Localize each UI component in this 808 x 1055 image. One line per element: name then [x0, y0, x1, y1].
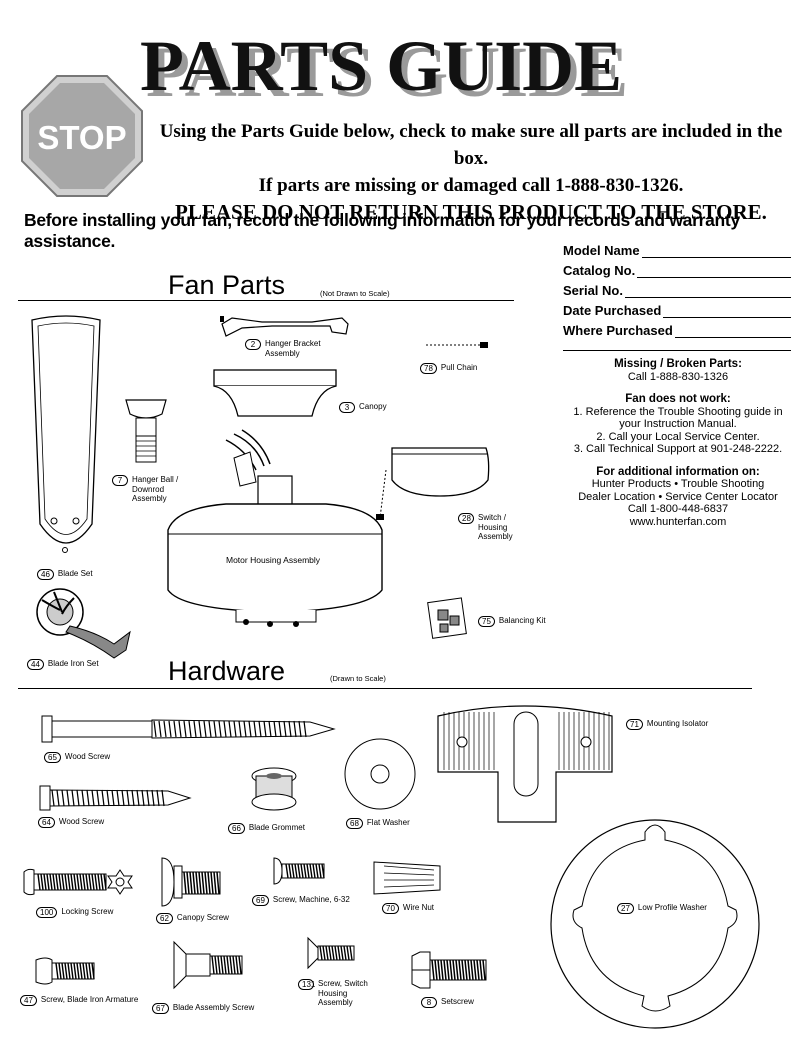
fan-parts-title: Fan Parts [168, 270, 286, 300]
model-name-field[interactable]: Model Name [563, 238, 791, 258]
fan-parts-rule [18, 300, 514, 301]
support-info: Missing / Broken Parts: Call 1-888-830-1… [573, 358, 783, 528]
where-purchased-field[interactable]: Where Purchased [563, 318, 791, 338]
motor-housing-drawing [167, 429, 383, 627]
notice-box: Using the Parts Guide below, check to ma… [146, 118, 796, 226]
catalog-no-field[interactable]: Catalog No. [563, 258, 791, 278]
canopy-screw-drawing [161, 857, 221, 907]
svg-text:PARTS GUIDE: PARTS GUIDE [140, 28, 622, 106]
canopy-drawing [213, 369, 337, 417]
pull-chain-drawing [426, 342, 488, 348]
motor-housing-label: Motor Housing Assembly [226, 555, 321, 565]
hardware-scale-note: (Drawn to Scale) [330, 674, 386, 683]
downrod-drawing [125, 399, 167, 463]
machine-screw-drawing [273, 857, 325, 885]
blade-drawing [31, 315, 101, 553]
hanger-bracket-drawing [220, 316, 349, 337]
setscrew-drawing [411, 951, 487, 989]
notice-line-2: If parts are missing or damaged call 1-8… [258, 175, 684, 196]
low-profile-washer-drawing [550, 819, 760, 1029]
fan-parts-scale-note: (Not Drawn to Scale) [320, 289, 390, 298]
hardware-title: Hardware [168, 656, 286, 686]
wood-screw-65-drawing [41, 715, 336, 743]
switch-housing-screw-drawing [307, 936, 355, 970]
notice-line-1: Using the Parts Guide below, check to ma… [159, 121, 783, 169]
record-instruction: Before installing your fan, record the f… [24, 210, 740, 251]
wire-nut-drawing [373, 861, 441, 895]
balancing-kit-drawing [427, 597, 467, 639]
flat-washer-drawing [344, 738, 416, 810]
blade-assembly-screw-drawing [173, 940, 243, 990]
switch-housing-drawing [376, 447, 490, 520]
svg-text:STOP: STOP [37, 119, 126, 156]
svg-text:PARTS GUIDE: PARTS GUIDE [146, 32, 628, 110]
hardware-rule [18, 688, 752, 689]
locking-screw-drawing [23, 868, 133, 896]
record-form: Model Name Catalog No. Serial No. Date P… [563, 238, 791, 351]
stop-sign-icon: STOP [21, 75, 143, 197]
mounting-isolator-drawing [437, 705, 613, 823]
armature-screw-drawing [35, 957, 95, 985]
serial-no-field[interactable]: Serial No. [563, 278, 791, 298]
notice-line-3: PLEASE DO NOT RETURN THIS PRODUCT TO THE… [175, 200, 767, 224]
page-title: PARTS GUIDE PARTS GUIDE [140, 28, 628, 110]
date-purchased-field[interactable]: Date Purchased [563, 298, 791, 318]
blade-grommet-drawing [251, 767, 297, 811]
extra-line[interactable] [563, 338, 791, 351]
wood-screw-64-drawing [39, 785, 192, 811]
blade-iron-drawing [36, 588, 131, 659]
